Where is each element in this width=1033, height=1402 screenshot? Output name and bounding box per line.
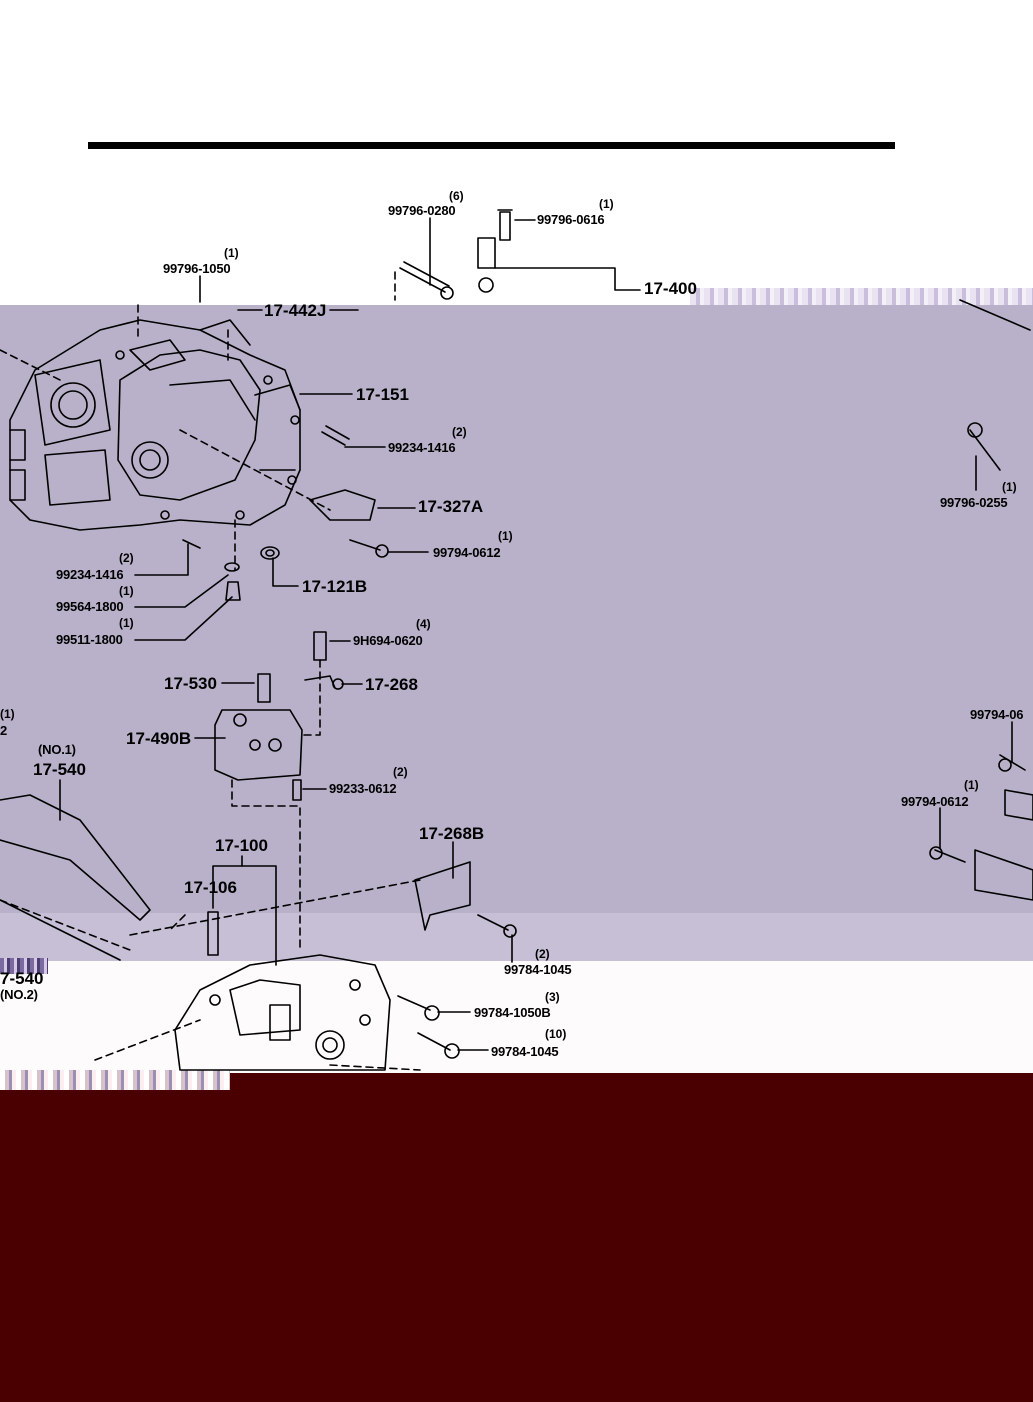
background-lower [0,961,1033,1073]
note-label: (NO.2) [0,987,38,1002]
leader-lines [59,217,1013,1051]
note-label: (NO.1) [38,742,76,757]
part-label: 17-151 [356,385,409,404]
transmission-case-drawing [9,319,301,531]
part-number-label: 99794-0612 [901,794,969,809]
part-number-label: 99784-1045 [504,962,572,977]
quantity-label: (1) [119,616,134,630]
part-label: 17-540 [33,760,86,779]
quantity-label: (2) [535,947,550,961]
fastener-drawings [0,209,1033,1059]
part-label: 17-106 [184,878,237,897]
part-label: 17-100 [215,836,268,855]
scan-artifact [0,1070,230,1090]
scan-artifact [690,288,1033,305]
quantity-label: (1) [498,529,513,543]
part-label: 17-268 [365,675,418,694]
part-number-label: 99796-0255 [940,495,1008,510]
part-label: 17-530 [164,674,217,693]
quantity-label: (6) [449,189,464,203]
part-number-label: 2 [0,723,8,738]
background-tint-light [0,913,1033,961]
part-number-label: 99233-0612 [329,781,397,796]
quantity-label: (2) [452,425,467,439]
quantity-label: (1) [599,197,614,211]
quantity-label: (2) [393,765,408,779]
part-label: 17-327A [418,497,484,516]
part-label: 17-121B [302,577,368,596]
part-number-label: 99564-1800 [56,599,124,614]
part-label: 7-540 [0,969,44,988]
part-number-label: 9H694-0620 [353,633,423,648]
part-label: 17-490B [126,729,192,748]
part-number-label: 99234-1416 [388,440,456,455]
part-number-label: 99784-1045 [491,1044,559,1059]
quantity-label: (1) [119,584,134,598]
part-number-label: 99796-0280 [388,203,456,218]
background-top [0,0,1033,305]
quantity-label: (4) [416,617,431,631]
part-number-label: 99784-1050B [474,1005,551,1020]
part-number-label: 99511-1800 [56,632,123,647]
quantity-label: (1) [0,707,15,721]
quantity-label: (2) [119,551,134,565]
quantity-label: (1) [964,778,979,792]
assembly-lines [0,271,421,1071]
part-number-label: 99794-06 [970,707,1024,722]
quantity-label: (10) [545,1027,567,1041]
quantity-label: (3) [545,990,560,1004]
part-number-label: 99796-1050 [163,261,231,276]
lower-case-drawing [174,954,391,1071]
part-number-label: 99794-0612 [433,545,501,560]
background-dark-band [0,1073,1033,1402]
scan-artifact [0,958,48,974]
part-number-label: 99234-1416 [56,567,124,582]
background-tint [0,305,1033,913]
part-number-label: 99796-0616 [537,212,605,227]
part-label: 17-400 [644,279,697,298]
header-rule [88,142,895,149]
quantity-label: (1) [224,246,239,260]
part-label: 17-268B [419,824,485,843]
quantity-label: (1) [1002,480,1017,494]
part-label: 17-442J [264,301,327,320]
